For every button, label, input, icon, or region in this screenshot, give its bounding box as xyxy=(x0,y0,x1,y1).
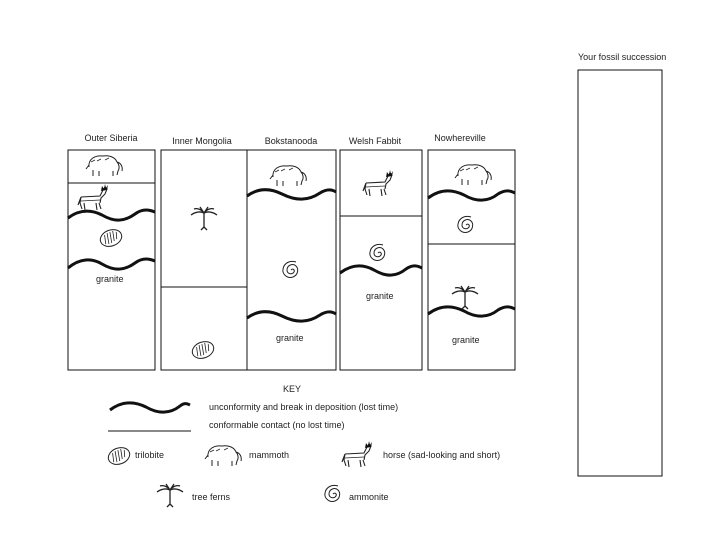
tree-fern-icon xyxy=(191,207,217,230)
key-ammonite-icon xyxy=(325,485,340,501)
column-welsh-fabbit xyxy=(340,150,422,370)
key-unconformity-label: unconformity and break in deposition (lo… xyxy=(209,402,398,412)
column-inner-mongolia xyxy=(161,150,247,370)
key-trilobite-label: trilobite xyxy=(135,450,164,460)
tree-fern-icon xyxy=(452,286,478,309)
key-tree-ferns-label: tree ferns xyxy=(192,492,230,502)
mammoth-icon xyxy=(455,165,491,185)
mammoth-icon xyxy=(270,166,306,186)
ammonite-icon xyxy=(458,216,473,232)
column-title-outer-siberia: Outer Siberia xyxy=(66,133,156,143)
unconformity-symbol xyxy=(110,403,190,412)
column-title-inner-mongolia: Inner Mongolia xyxy=(157,136,247,146)
succession-title: Your fossil succession xyxy=(578,52,666,62)
ammonite-icon xyxy=(283,261,298,277)
key-mammoth-label: mammoth xyxy=(249,450,289,460)
column-title-bokstanooda: Bokstanooda xyxy=(246,136,336,146)
horse-icon xyxy=(78,184,108,210)
ammonite-icon xyxy=(370,244,385,260)
key-conformable-label: conformable contact (no lost time) xyxy=(209,420,345,430)
key-mammoth-icon xyxy=(205,446,241,466)
horse-icon xyxy=(363,170,393,196)
key-horse-label: horse (sad-looking and short) xyxy=(383,450,500,460)
key-ammonite-label: ammonite xyxy=(349,492,389,502)
key-title: KEY xyxy=(283,384,301,394)
column-outer-siberia xyxy=(68,150,155,370)
granite-label-bokstanooda: granite xyxy=(276,333,304,343)
key-tree-fern-icon xyxy=(157,484,183,507)
key-horse-icon xyxy=(342,441,372,467)
trilobite-icon xyxy=(190,339,216,362)
trilobite-icon xyxy=(98,227,124,250)
succession-box xyxy=(578,70,662,476)
mammoth-icon xyxy=(86,156,122,176)
granite-label-welsh-fabbit: granite xyxy=(366,291,394,301)
column-title-welsh-fabbit: Welsh Fabbit xyxy=(330,136,420,146)
granite-label-outer-siberia: granite xyxy=(96,274,124,284)
key-trilobite-icon xyxy=(106,445,132,468)
granite-label-nowhereville: granite xyxy=(452,335,480,345)
column-title-nowhereville: Nowhereville xyxy=(415,133,505,143)
